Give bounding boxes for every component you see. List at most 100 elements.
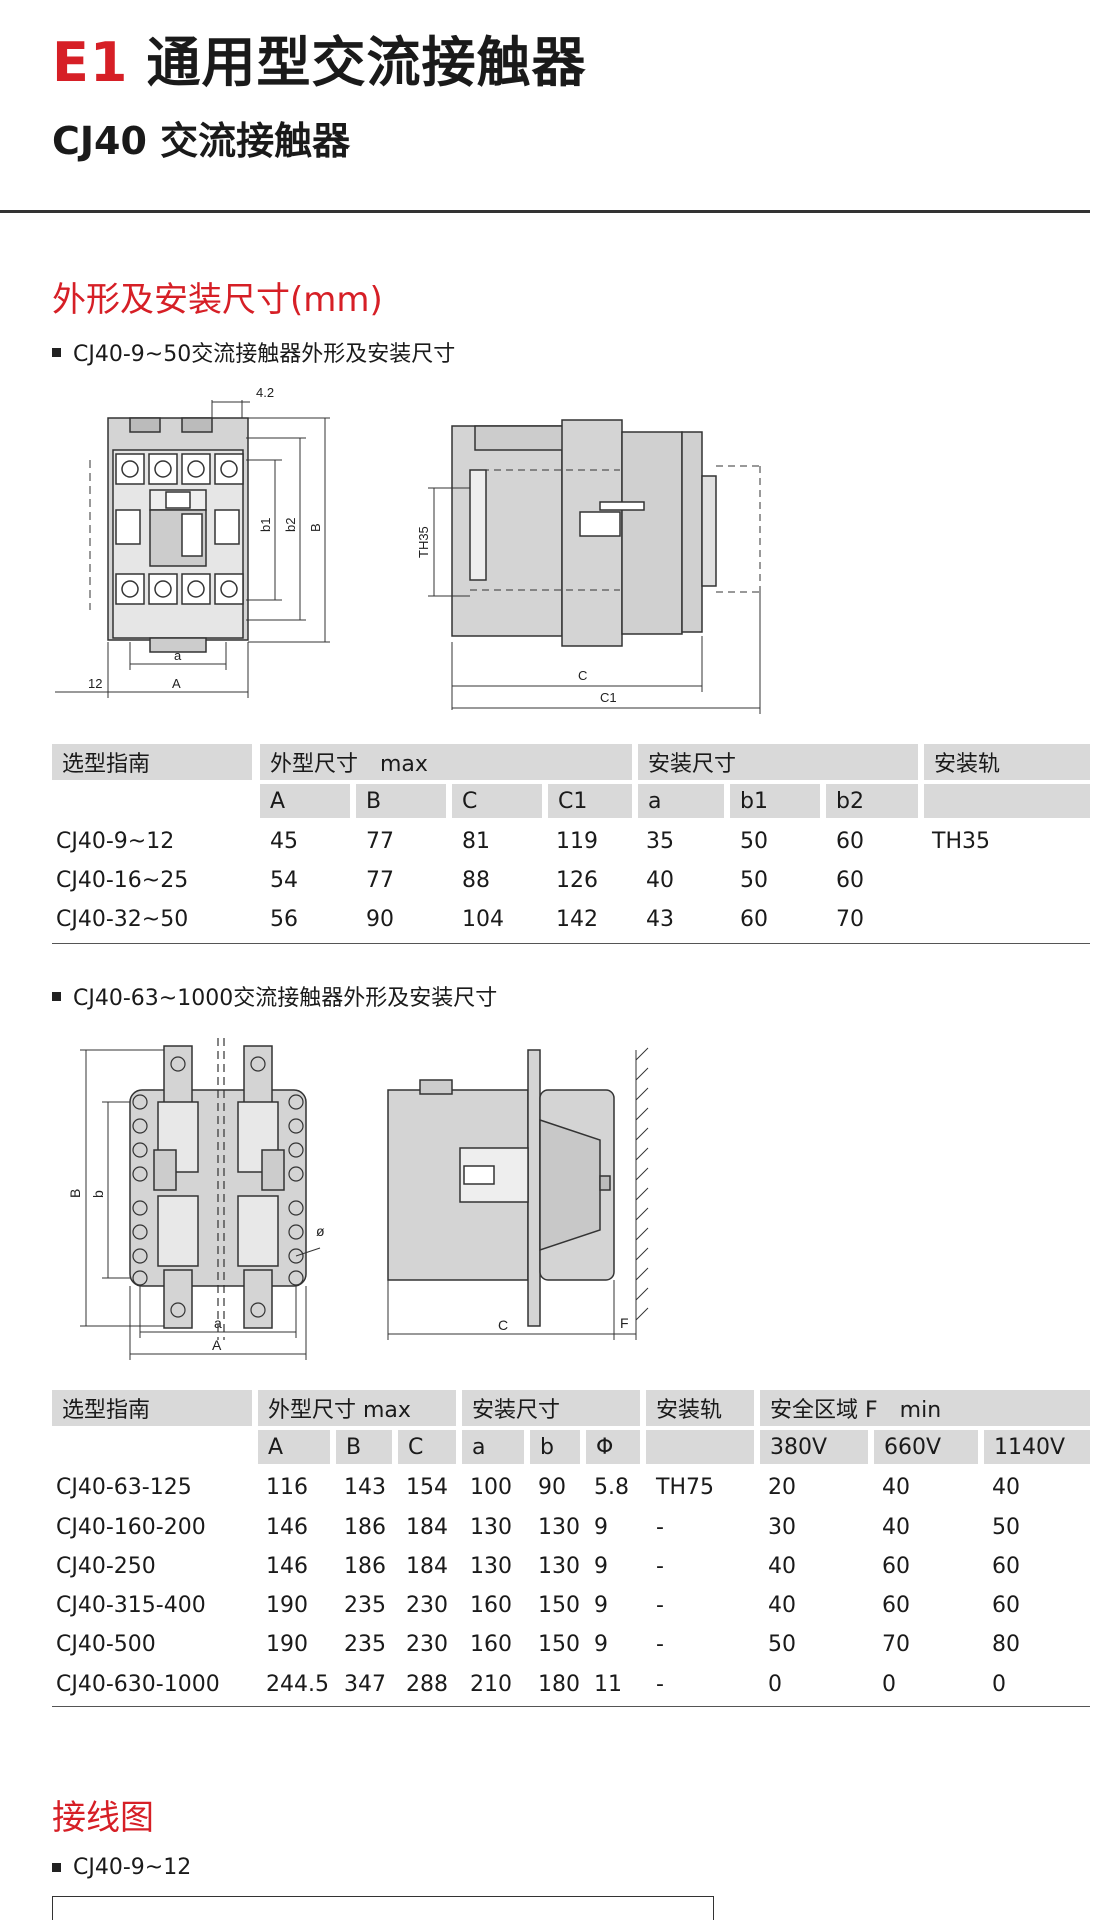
table-cell: 35 [646,828,674,854]
table-cell: CJ40-9~12 [56,828,175,854]
figure1-caption: CJ40-9~50交流接触器外形及安装尺寸 [52,336,455,368]
table-cell: 50 [992,1514,1020,1540]
table-cell: 130 [470,1553,512,1579]
table2-group-header: 外型尺寸 max [258,1390,456,1426]
table-cell: 142 [556,906,598,932]
wall-hatch [387,1047,649,1340]
table-cell: 146 [266,1514,308,1540]
table-cell: - [656,1553,664,1579]
table-cell: 80 [992,1631,1020,1657]
side-dashed-lines [470,465,761,593]
table-cell: 40 [768,1553,796,1579]
table-cell: 9 [594,1631,608,1657]
table-cell: 40 [882,1514,910,1540]
table-cell: 347 [344,1671,386,1697]
side-body-left [451,425,563,637]
table-cell: 43 [646,906,674,932]
table-cell: 56 [270,906,298,932]
table-cell: CJ40-250 [56,1553,156,1579]
table-cell: 54 [270,867,298,893]
table-cell: 70 [836,906,864,932]
figure1-drawing: 4.2 b1 b2 B a A 12 TH35 C C1 [55,385,761,714]
table1-bottom-rule [52,943,1090,944]
series-code: E1 [52,31,129,94]
table-cell: 154 [406,1474,448,1500]
table2-group-header: 选型指南 [52,1390,252,1426]
figure3-caption: CJ40-9~12 [52,1855,191,1880]
table-cell: TH75 [656,1474,714,1500]
front-view [107,417,249,653]
table-cell: 186 [344,1514,386,1540]
table2-group-header: 安装轨 [646,1390,754,1426]
table-cell: 88 [462,867,490,893]
table-cell: 150 [538,1631,580,1657]
table-cell: 50 [740,828,768,854]
dim-b1-label: b1 [258,518,273,532]
table-cell: 190 [266,1592,308,1618]
table-cell: 20 [768,1474,796,1500]
table-cell: 0 [992,1671,1006,1697]
figure1-caption-text: CJ40-9~50交流接触器外形及安装尺寸 [73,342,456,367]
table-cell: 77 [366,867,394,893]
table1-col-header: A [260,784,350,818]
front-large-dimension-lines [80,1049,321,1360]
table2-group-header: 安全区域 F min [760,1390,1090,1426]
table-cell: 9 [594,1592,608,1618]
table-cell: 11 [594,1671,622,1697]
dim-4-2-label: 4.2 [256,385,274,400]
table-cell: 160 [470,1592,512,1618]
side-view [451,419,717,647]
table-cell: TH35 [932,828,990,854]
wiring-diagram-frame [52,1896,714,1920]
table2-col-header: 1140V [984,1430,1090,1464]
table2-col-header: Φ [586,1430,640,1464]
table-cell: 104 [462,906,504,932]
table1-col-header: a [638,784,724,818]
table2-col-header: a [462,1430,524,1464]
table-cell: 40 [768,1592,796,1618]
table1-col-header [924,784,1090,818]
table-cell: 230 [406,1592,448,1618]
figure3-caption-text: CJ40-9~12 [73,1855,192,1880]
table-cell: 60 [992,1553,1020,1579]
table-cell: 50 [768,1631,796,1657]
table-cell: 190 [266,1631,308,1657]
table-cell: 126 [556,867,598,893]
table-cell: 210 [470,1671,512,1697]
table-cell: 160 [470,1631,512,1657]
table-cell: 5.8 [594,1474,629,1500]
table-cell: 184 [406,1553,448,1579]
table-cell: 60 [882,1553,910,1579]
table-cell: 0 [882,1671,896,1697]
table-cell: - [656,1514,664,1540]
table-cell: 9 [594,1553,608,1579]
table-cell: - [656,1592,664,1618]
table1-col-header: C [452,784,542,818]
table2-col-header: C [398,1430,456,1464]
dim-th35-label: TH35 [416,526,431,558]
table-cell: 119 [556,828,598,854]
table-cell: 9 [594,1514,608,1540]
table-cell: CJ40-630-1000 [56,1671,220,1697]
dim-a-large-label: a [214,1315,222,1331]
dim-a-label: a [174,648,182,663]
table1-col-header: C1 [548,784,632,818]
table2-col-header: 380V [760,1430,868,1464]
dim-C-large-label: C [498,1317,508,1333]
figure2-drawing: B b a A ø C F [67,1038,649,1360]
side-dimension-lines [428,487,761,714]
table-cell: 77 [366,828,394,854]
table-cell: 184 [406,1514,448,1540]
table-cell: 40 [992,1474,1020,1500]
table-cell: 130 [538,1514,580,1540]
table-cell: 40 [882,1474,910,1500]
dim-A-large-label: A [212,1337,222,1353]
side-view-large [387,1049,615,1327]
figure2-caption: CJ40-63~1000交流接触器外形及安装尺寸 [52,980,497,1012]
table2-bottom-rule [52,1706,1090,1707]
table-cell: 45 [270,828,298,854]
table-cell: 100 [470,1474,512,1500]
bullet-icon [52,347,61,357]
table-cell: 146 [266,1553,308,1579]
table1-group-header: 外型尺寸 max [260,744,632,780]
